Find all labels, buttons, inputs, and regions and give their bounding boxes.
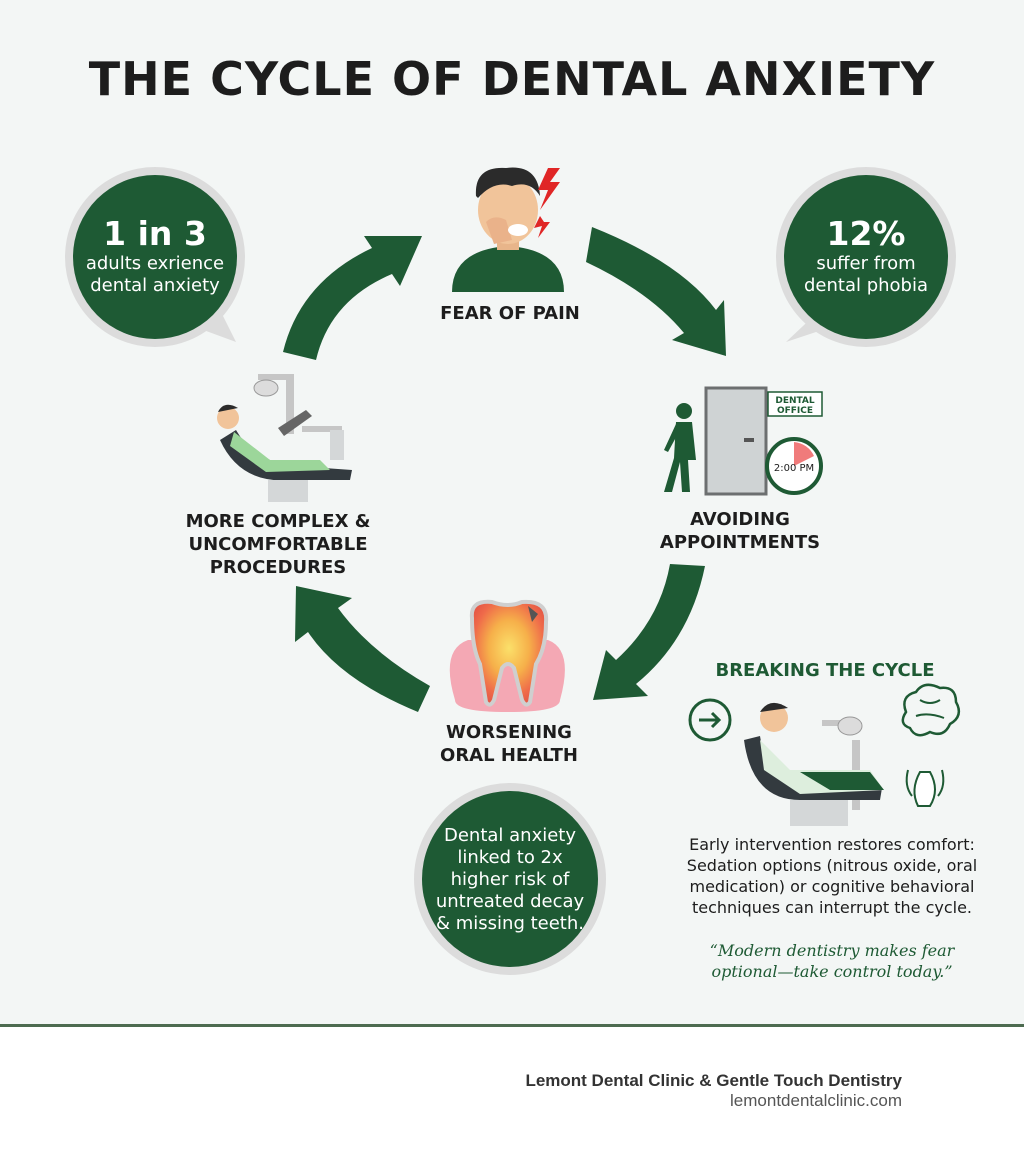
stage-complex-line-3: PROCEDURES xyxy=(209,557,347,578)
walking-person-icon xyxy=(664,403,696,492)
fact-line-3: higher risk of xyxy=(450,869,570,890)
breaking-body-line-3: medication) or cognitive behavioral xyxy=(689,877,975,896)
arrow-to-complex xyxy=(295,586,430,712)
cycle-arrows xyxy=(283,227,726,712)
stat-right-text: 12% suffer from dental phobia xyxy=(786,215,946,297)
stat-bubble-left xyxy=(65,167,245,347)
clock-time-label: 2:00 PM xyxy=(774,463,814,474)
dental-office-sign xyxy=(767,391,823,417)
footer-website-link[interactable]: lemontdentalclinic.com xyxy=(730,1091,902,1110)
clock-icon xyxy=(765,437,823,495)
fact-bubble xyxy=(414,783,606,975)
stage-avoid-line-2: APPOINTMENTS xyxy=(659,532,821,553)
person-in-pain-icon xyxy=(452,167,564,292)
stat-left-value: 1 in 3 xyxy=(103,214,207,253)
fact-line-1: Dental anxiety xyxy=(443,825,577,846)
stat-left-line-1: adults exrience xyxy=(85,253,225,274)
breaking-body-line-1: Early intervention restores comfort: xyxy=(689,835,975,854)
nitrous-mask-icon xyxy=(905,769,945,807)
door-sign-line-2: OFFICE xyxy=(777,406,813,416)
breaking-body-line-2: Sedation options (nitrous oxide, oral xyxy=(686,856,978,875)
breaking-cycle-body: Early intervention restores comfort: Sed… xyxy=(672,834,992,918)
arrow-to-fear xyxy=(283,236,422,360)
fact-line-4: untreated decay xyxy=(435,891,585,912)
stage-complex-line-1: MORE COMPLEX & xyxy=(185,511,371,532)
footer-divider xyxy=(0,1024,1024,1027)
brain-icon xyxy=(901,683,961,737)
arrow-to-avoiding xyxy=(586,227,726,356)
page-title: THE CYCLE OF DENTAL ANXIETY xyxy=(88,52,936,106)
fact-line-2: linked to 2x xyxy=(457,847,563,868)
door-sign-line-1: DENTAL xyxy=(775,396,815,406)
quote-line-1: “Modern dentistry makes fear xyxy=(709,941,955,960)
footer-clinic-name: Lemont Dental Clinic & Gentle Touch Dent… xyxy=(525,1071,902,1090)
stage-avoid-line-1: AVOIDING xyxy=(690,509,790,530)
dental-chair-procedure-icon xyxy=(217,374,352,502)
stage-complex-label: MORE COMPLEX & UNCOMFORTABLE PROCEDURES xyxy=(158,510,398,579)
fact-line-5: & missing teeth. xyxy=(436,913,584,934)
breaking-body-line-4: techniques can interrupt the cycle. xyxy=(691,898,973,917)
stat-bubble-right xyxy=(776,167,956,347)
stage-fear-label: FEAR OF PAIN xyxy=(440,303,580,324)
stat-right-line-2: dental phobia xyxy=(803,275,929,296)
breaking-cycle-quote: “Modern dentistry makes fear optional—ta… xyxy=(672,940,992,982)
stage-worsening-label: WORSENING ORAL HEALTH xyxy=(389,721,629,767)
fact-text: Dental anxiety linked to 2x higher risk … xyxy=(430,825,590,935)
stage-worsening-line-1: WORSENING xyxy=(446,722,572,743)
arrow-circle-icon xyxy=(688,698,732,742)
relaxed-patient-chair-icon xyxy=(744,702,884,826)
quote-line-2: optional—take control today.” xyxy=(711,962,953,981)
damaged-tooth-icon xyxy=(449,599,565,712)
stat-left-line-2: dental anxiety xyxy=(90,275,220,296)
stat-right-value: 12% xyxy=(826,214,906,253)
stage-complex-line-2: UNCOMFORTABLE xyxy=(188,534,368,555)
breaking-cycle-title: BREAKING THE CYCLE xyxy=(715,660,935,681)
arrow-to-worsening xyxy=(593,564,705,700)
stat-right-line-1: suffer from xyxy=(816,253,916,274)
stage-worsening-line-2: ORAL HEALTH xyxy=(440,745,578,766)
stat-left-text: 1 in 3 adults exrience dental anxiety xyxy=(75,215,235,297)
door-icon xyxy=(704,386,768,496)
footer xyxy=(0,1027,1024,1154)
stage-avoid-label: AVOIDING APPOINTMENTS xyxy=(620,508,860,554)
